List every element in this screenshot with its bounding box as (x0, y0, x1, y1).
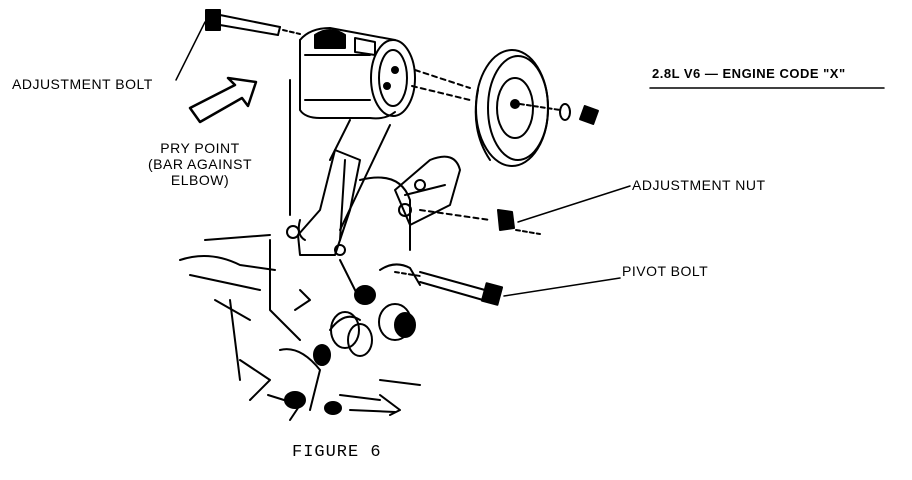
pivot-bolt-drawing (394, 271, 504, 306)
pivot-bolt-label: PIVOT BOLT (622, 263, 709, 279)
pry-point-line-2: (BAR AGAINST (147, 156, 253, 172)
adjustment-nut-label: ADJUSTMENT NUT (632, 177, 766, 193)
adjustment-bolt-label: ADJUSTMENT BOLT (12, 76, 153, 92)
pivot-bolt-leader (503, 277, 621, 297)
bracket-drawing (286, 149, 491, 256)
adjustment-nut-drawing (497, 209, 541, 235)
pry-point-line-3: ELBOW) (170, 172, 230, 188)
adjustment-nut-leader (517, 185, 631, 223)
pulley-drawing (474, 49, 599, 167)
pry-point-label: PRY POINT (BAR AGAINST ELBOW) (135, 140, 265, 188)
figure-caption: FIGURE 6 (292, 443, 382, 462)
engine-title: 2.8L V6 — ENGINE CODE "X" (652, 66, 846, 81)
adjustment-bolt-leader (175, 21, 206, 81)
engine-block-drawing (179, 234, 421, 421)
pry-point-line-1: PRY POINT (160, 140, 240, 156)
adjustment-bolt-drawing (205, 9, 301, 36)
compressor-drawing (299, 27, 471, 120)
pry-point-arrow (188, 76, 258, 124)
